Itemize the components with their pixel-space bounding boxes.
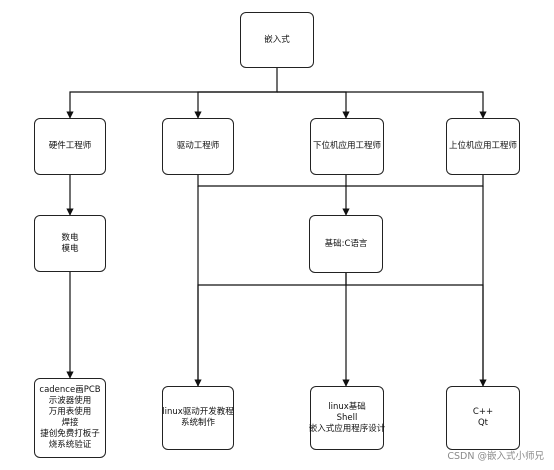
node-text-line: 驱动工程师	[176, 141, 220, 151]
node-role-upper-app: 上位机应用工程师	[446, 118, 520, 175]
edge-root-to-lower-app	[277, 91, 350, 119]
edge-root-to-driver	[194, 91, 277, 119]
node-role-hardware: 硬件工程师	[34, 118, 106, 175]
node-text-line: cadence画PCB	[39, 385, 101, 395]
node-text-line: 上位机应用工程师	[449, 141, 518, 151]
node-root: 嵌入式	[240, 12, 314, 68]
node-text-line: 数电	[61, 232, 79, 243]
edge-root-to-hardware	[66, 68, 278, 119]
node-outcome-upper-app: C++Qt	[446, 386, 520, 450]
node-text-line: 系统制作	[180, 418, 215, 428]
node-text-line: C++	[472, 407, 494, 417]
node-role-lower-app: 下位机应用工程师	[310, 118, 384, 175]
edge-c-to-qt-skills	[346, 284, 487, 387]
edge-c-to-driver-skills	[194, 273, 347, 387]
node-hardware-basics: 数电模电	[34, 215, 106, 272]
node-text-line: 烧系统验证	[48, 440, 92, 450]
node-text-line: 嵌入式应用程序设计	[308, 423, 386, 434]
node-c-language: 基础:C语言	[309, 215, 383, 273]
node-role-driver: 驱动工程师	[162, 118, 234, 175]
node-text-line: Shell	[336, 412, 358, 423]
node-text-line: Qt	[477, 418, 489, 428]
node-text-line: 基础:C语言	[324, 238, 368, 249]
node-text-line: 焊接	[61, 418, 79, 428]
node-text-line: 模电	[61, 243, 79, 254]
node-text-line: 示波器使用	[48, 396, 92, 406]
node-text-line: 万用表使用	[48, 407, 92, 417]
node-text-line: 下位机应用工程师	[313, 141, 382, 151]
watermark: CSDN @嵌入式小师兄	[447, 451, 544, 462]
node-text-line: linux驱动开发教程	[162, 407, 234, 417]
node-text-line: 嵌入式	[264, 34, 290, 45]
node-text-line: 硬件工程师	[48, 141, 92, 151]
node-text-line: linux基础	[328, 401, 366, 412]
edge-root-to-upper-app	[277, 91, 487, 119]
node-text-line: 捷创免费打板子	[40, 429, 100, 439]
node-outcome-driver: linux驱动开发教程系统制作	[162, 386, 234, 450]
edge-roles-to-c-language	[197, 175, 484, 187]
